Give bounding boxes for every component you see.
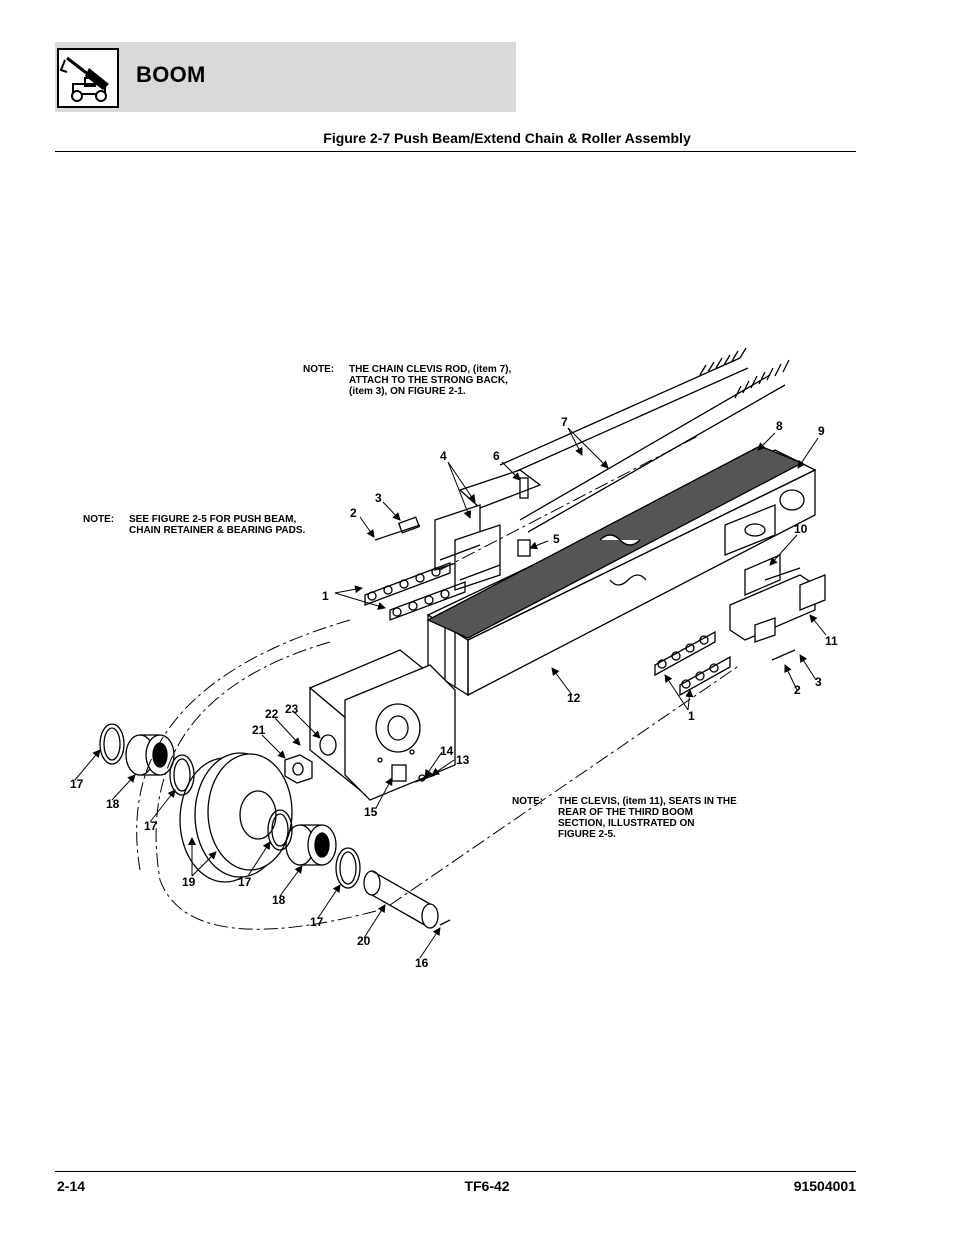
note-line: (item 3), ON FIGURE 2-1.	[349, 386, 466, 397]
callout-17: 17	[144, 819, 158, 833]
callout-16: 16	[415, 956, 429, 970]
washer-14	[418, 774, 426, 782]
footer-rule	[55, 1171, 856, 1172]
callout-1: 1	[322, 589, 329, 603]
callout-13: 13	[456, 753, 470, 767]
note-push-beam: NOTE: SEE FIGURE 2-5 FOR PUSH BEAM, CHAIN…	[83, 514, 305, 536]
callout-9: 9	[818, 424, 825, 438]
chain-clevis-right	[729, 554, 826, 643]
figure-title: Figure 2-7 Push Beam/Extend Chain & Roll…	[323, 130, 691, 146]
note-line: CHAIN RETAINER & BEARING PADS.	[129, 525, 306, 536]
note-line: ATTACH TO THE STRONG BACK,	[349, 375, 508, 386]
model-number: TF6-42	[464, 1178, 510, 1194]
note-line: THE CHAIN CLEVIS ROD, (item 7),	[349, 364, 512, 375]
header-rule	[55, 151, 856, 152]
callout-17: 17	[70, 777, 84, 791]
callout-3: 3	[815, 675, 822, 689]
callout-22: 22	[265, 707, 279, 721]
callout-19: 19	[182, 875, 196, 889]
sheave	[179, 752, 293, 883]
sheave-bracket	[308, 649, 456, 801]
cotter-pin-left	[374, 524, 421, 541]
callout-12: 12	[567, 691, 581, 705]
bushing-right	[285, 824, 337, 866]
callout-21: 21	[252, 723, 266, 737]
callout-11: 11	[825, 634, 838, 648]
callout-1: 1	[688, 709, 695, 723]
callout-3: 3	[375, 491, 382, 505]
header-band	[55, 42, 516, 112]
callout-23: 23	[285, 702, 299, 716]
washer-23	[319, 734, 337, 756]
callout-10: 10	[794, 522, 808, 536]
note-line: REAR OF THE THIRD BOOM	[558, 807, 693, 818]
callout-6: 6	[493, 449, 500, 463]
callout-20: 20	[357, 934, 371, 948]
callout-17: 17	[310, 915, 324, 929]
roller-chain-lower	[654, 630, 731, 697]
callout-4: 4	[440, 449, 447, 463]
note-clevis-seat: NOTE: THE CLEVIS, (item 11), SEATS IN THE…	[512, 796, 737, 840]
document-number: 91504001	[793, 1178, 856, 1194]
callout-14: 14	[440, 744, 454, 758]
thrust-washer-4	[335, 847, 361, 889]
note-line: SEE FIGURE 2-5 FOR PUSH BEAM,	[129, 514, 297, 525]
chain-clevis-rod-upper	[499, 347, 749, 476]
note-line: FIGURE 2-5.	[558, 829, 616, 840]
callout-8: 8	[776, 419, 783, 433]
note-chain-clevis-rod: NOTE: THE CHAIN CLEVIS ROD, (item 7), ATT…	[303, 364, 511, 397]
callout-7: 7	[561, 415, 568, 429]
callout-17: 17	[238, 875, 252, 889]
callout-2: 2	[350, 506, 357, 520]
page-number: 2-14	[57, 1178, 86, 1194]
section-title: BOOM	[136, 62, 206, 87]
thrust-washer-3	[267, 809, 293, 851]
callout-18: 18	[272, 893, 286, 907]
telehandler-logo	[57, 48, 119, 108]
clevis-pin-left	[397, 516, 421, 534]
callout-18: 18	[106, 797, 120, 811]
note-label: NOTE:	[303, 364, 335, 375]
thrust-washer-1	[99, 723, 125, 765]
callout-5: 5	[553, 532, 560, 546]
cotter-pin-right	[771, 649, 796, 661]
grease-fitting-16	[439, 919, 451, 926]
note-label: NOTE:	[512, 796, 544, 807]
note-line: SECTION, ILLUSTRATED ON	[558, 818, 695, 829]
callout-15: 15	[364, 805, 378, 819]
bushing-left	[125, 734, 175, 776]
chain-clevis-rod-lower	[519, 359, 790, 533]
telehandler-icon	[59, 56, 109, 102]
plate-15	[391, 764, 407, 782]
thrust-washer-2	[169, 754, 195, 796]
lock-nut	[284, 754, 313, 784]
note-label: NOTE:	[83, 514, 115, 525]
note-line: THE CLEVIS, (item 11), SEATS IN THE	[558, 796, 737, 807]
callout-2: 2	[794, 683, 801, 697]
sheave-pin	[363, 870, 439, 929]
